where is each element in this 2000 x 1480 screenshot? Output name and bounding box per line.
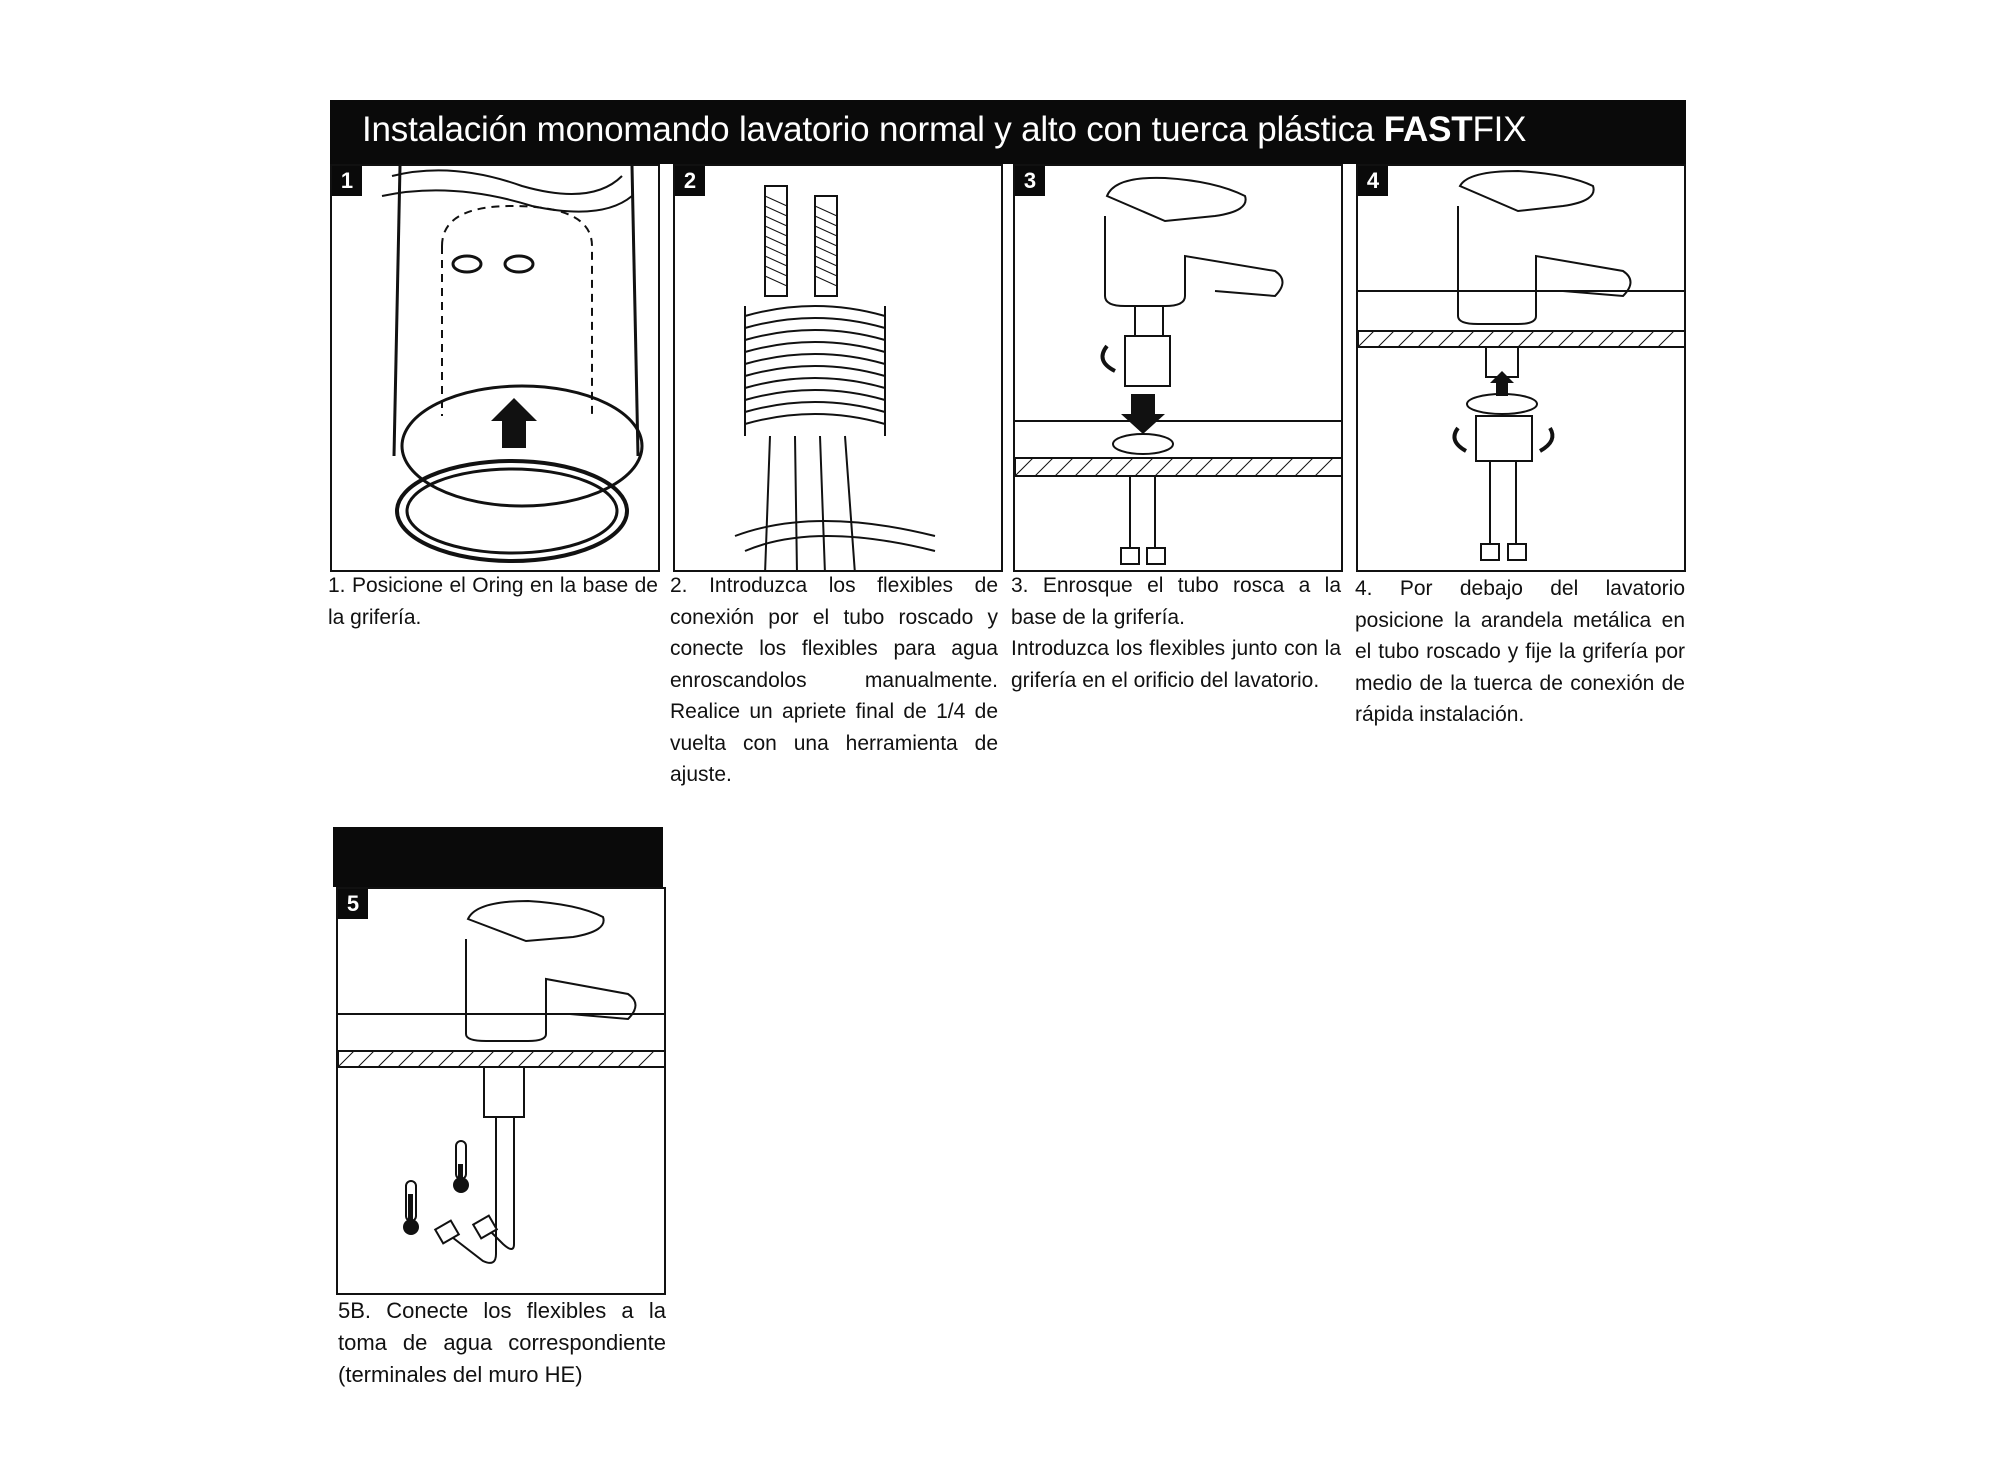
title-main: Instalación monomando lavatorio normal y… bbox=[362, 110, 1384, 149]
step-2-caption: 2. Introduzca los flexibles de conexión … bbox=[670, 574, 998, 786]
step-1-caption: 1. Posicione el Oring en la base de la g… bbox=[328, 574, 658, 629]
page-title: Instalación monomando lavatorio normal y… bbox=[362, 110, 1527, 150]
title-brand-bold: FAST bbox=[1383, 110, 1473, 149]
step-4-panel: 4 bbox=[1356, 164, 1686, 572]
faucet-icon bbox=[338, 899, 664, 1264]
arrow-down-icon bbox=[1121, 394, 1165, 434]
arrow-up-icon bbox=[1490, 371, 1514, 396]
page-title-bar: Instalación monomando lavatorio normal y… bbox=[330, 100, 1686, 164]
step-1-number: 1 bbox=[332, 166, 362, 196]
step-4-caption: 4. Por debajo del lavatorio posicione la… bbox=[1355, 577, 1685, 726]
rotate-arrow-icon bbox=[1452, 426, 1468, 453]
step-4-number: 4 bbox=[1358, 166, 1388, 196]
arrow-up-icon bbox=[491, 398, 537, 448]
step-3-panel: 3 bbox=[1013, 164, 1343, 572]
oring-icon bbox=[381, 166, 644, 563]
step-5-panel: 5 bbox=[336, 887, 666, 1295]
step-2-panel: 2 bbox=[673, 164, 1003, 572]
threaded-tube-icon bbox=[734, 185, 936, 570]
step-2-number: 2 bbox=[675, 166, 705, 196]
faucet-icon bbox=[1358, 169, 1684, 561]
faucet-icon bbox=[1015, 176, 1341, 565]
step-5-caption: 5B. Conecte los flexibles a la toma de a… bbox=[338, 1298, 666, 1387]
thermometer-icon bbox=[453, 1140, 469, 1193]
thermometer-icon bbox=[403, 1180, 419, 1235]
step-3-caption: 3. Enrosque el tubo rosca a la base de l… bbox=[1011, 574, 1341, 692]
step-1-panel: 1 bbox=[330, 164, 660, 572]
rotate-arrow-icon bbox=[1100, 344, 1116, 373]
title-brand-light: FIX bbox=[1472, 110, 1527, 149]
step-5-number: 5 bbox=[338, 889, 368, 919]
step-3-number: 3 bbox=[1015, 166, 1045, 196]
step-5-bar bbox=[333, 827, 663, 887]
